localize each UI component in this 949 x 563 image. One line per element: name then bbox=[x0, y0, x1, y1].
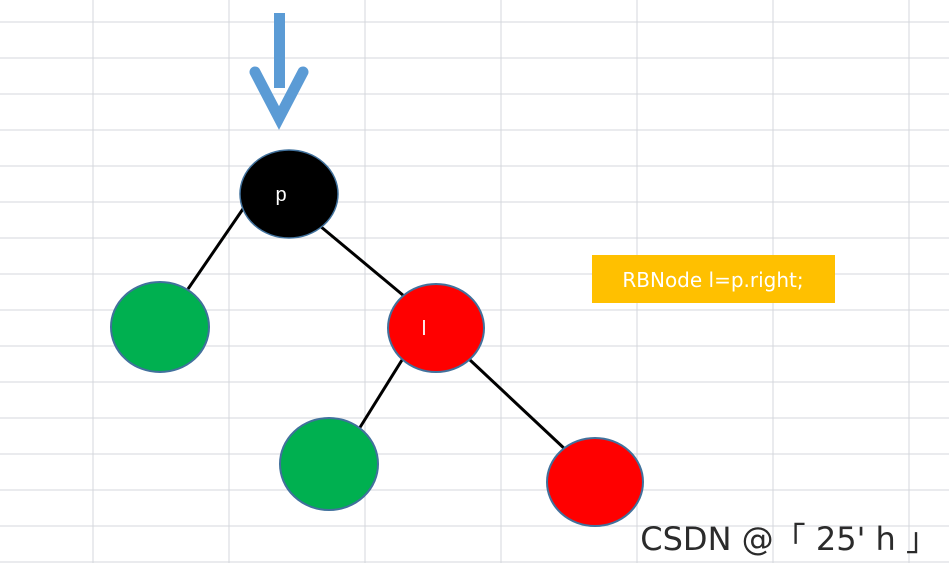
down-arrow-icon bbox=[249, 13, 309, 130]
node-p-left-child bbox=[110, 281, 210, 373]
edge-l-to-left-child bbox=[357, 359, 404, 430]
code-callout: RBNode l=p.right; bbox=[592, 255, 835, 303]
node-l-label: l bbox=[422, 318, 426, 340]
edge-p-to-left-child bbox=[186, 205, 247, 290]
tree-nodes bbox=[110, 149, 644, 527]
edge-p-to-l bbox=[319, 224, 405, 298]
node-p bbox=[239, 149, 339, 239]
node-p-label: p bbox=[275, 184, 286, 206]
watermark-text: CSDN @「 25' h 」 bbox=[640, 520, 938, 558]
node-l-left-child bbox=[279, 417, 379, 511]
edge-l-to-right-child bbox=[468, 358, 569, 453]
code-callout-text: RBNode l=p.right; bbox=[622, 268, 803, 292]
node-l-right-child bbox=[546, 437, 644, 527]
node-l bbox=[387, 283, 485, 373]
tree-edges bbox=[186, 205, 569, 453]
